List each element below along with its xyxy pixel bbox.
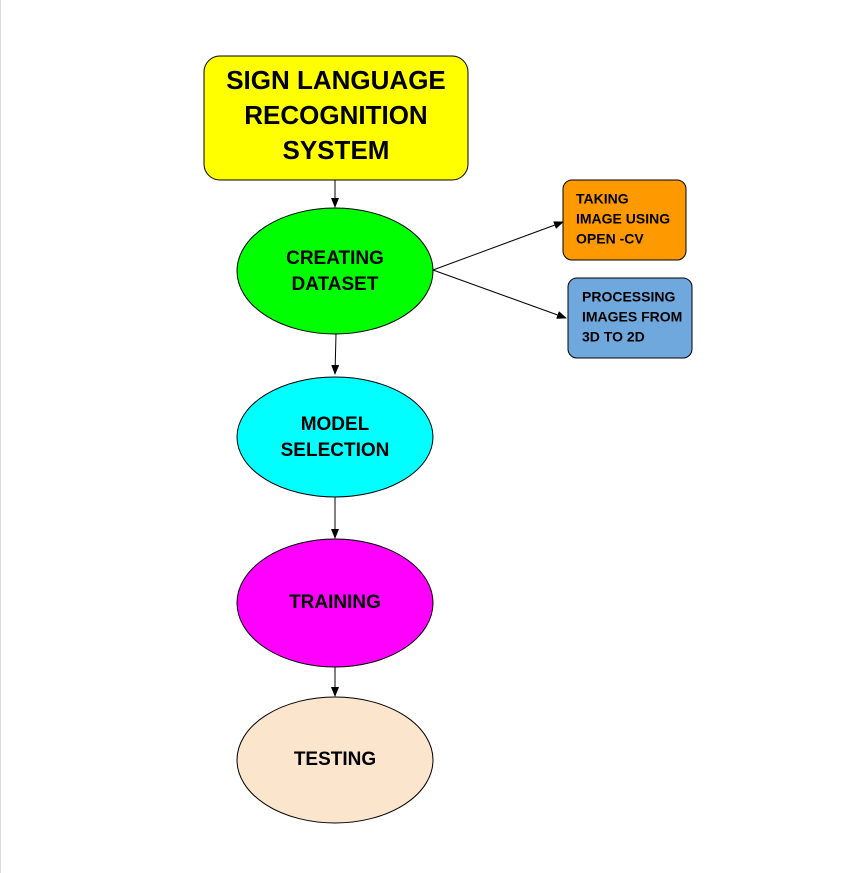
title-line-3: SYSTEM [283,135,390,165]
model-selection-node: MODEL SELECTION [236,376,434,498]
arrow-dataset-to-taking-image [432,221,564,271]
creating-dataset-line-1: CREATING [286,248,384,269]
page-edge [0,0,1,873]
title-line-2: RECOGNITION [244,100,427,130]
testing-node: TESTING [236,696,434,824]
creating-dataset-line-2: DATASET [292,274,379,295]
training-label: TRAINING [289,592,381,613]
arrow-dataset-to-processing [432,269,567,319]
creating-dataset-node: CREATING DATASET [236,207,434,335]
testing-ellipse [236,696,434,824]
title-node: SIGN LANGUAGE RECOGNITION SYSTEM [203,55,469,181]
processing-images-line-3: 3D TO 2D [582,329,645,345]
taking-image-line-3: OPEN -CV [576,231,644,247]
processing-images-box [567,277,693,359]
taking-image-node: TAKING IMAGE USING OPEN -CV [562,179,687,261]
creating-dataset-ellipse [236,207,434,335]
taking-image-box [562,179,687,261]
arrow-dataset-to-model-selection [331,333,340,375]
processing-images-line-1: PROCESSING [582,289,675,305]
title-box [203,55,469,181]
processing-images-node: PROCESSING IMAGES FROM 3D TO 2D [567,277,693,359]
testing-label: TESTING [294,749,376,770]
training-ellipse [236,538,434,668]
model-selection-line-2: SELECTION [281,440,390,461]
training-node: TRAINING [236,538,434,668]
model-selection-line-1: MODEL [301,414,370,435]
processing-images-line-2: IMAGES FROM [582,309,682,325]
title-line-1: SIGN LANGUAGE [226,65,446,95]
taking-image-line-2: IMAGE USING [576,211,670,227]
taking-image-line-1: TAKING [576,191,629,207]
model-selection-ellipse [236,376,434,498]
